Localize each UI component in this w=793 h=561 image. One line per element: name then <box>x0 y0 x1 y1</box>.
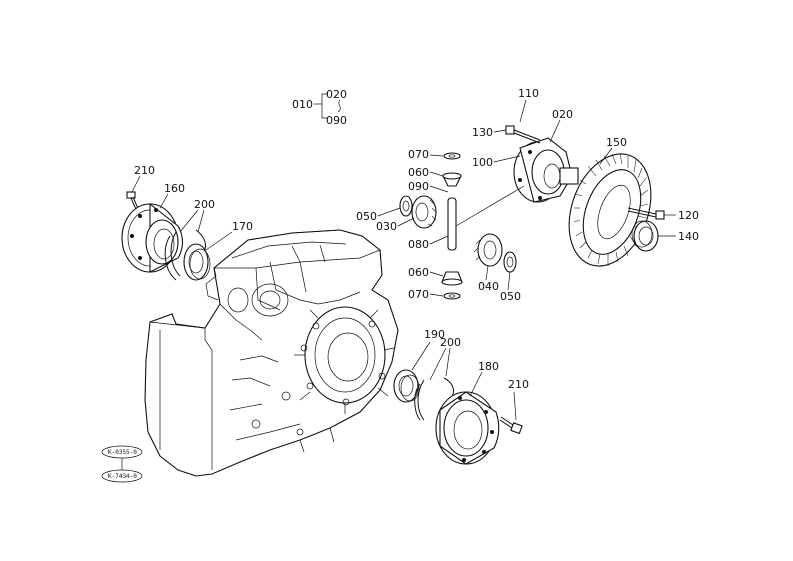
label-030: 030 <box>376 220 397 233</box>
differential-case-icon <box>513 137 579 203</box>
label-190: 190 <box>424 328 445 341</box>
label-080: 080 <box>408 238 429 251</box>
label-200-left: 200 <box>194 198 215 211</box>
reference-oval-2 <box>101 469 143 483</box>
label-160: 160 <box>164 182 185 195</box>
label-060-top: 060 <box>408 166 429 179</box>
label-020-top: 020 <box>326 88 347 101</box>
reference-code-2: K-7434-0 <box>108 473 137 480</box>
ring-gear-150-icon <box>568 153 652 267</box>
label-070-bottom: 070 <box>408 288 429 301</box>
right-axle-flange-group <box>393 369 523 465</box>
label-130: 130 <box>472 126 493 139</box>
label-010: 010 <box>292 98 313 111</box>
side-gear-030-icon <box>411 195 437 229</box>
label-170: 170 <box>232 220 253 233</box>
label-050-right: 050 <box>500 290 521 303</box>
reference-oval-1 <box>101 445 143 459</box>
label-090-top: 090 <box>326 114 347 127</box>
pinion-gear-060-bottom-icon <box>441 271 463 286</box>
label-210-left: 210 <box>134 164 155 177</box>
label-070-top: 070 <box>408 148 429 161</box>
label-180: 180 <box>478 360 499 373</box>
thrust-washer-070-bottom-icon <box>443 292 461 300</box>
label-060-bottom: 060 <box>408 266 429 279</box>
bearing-170-icon <box>183 243 211 281</box>
axle-flange-160-icon <box>121 202 184 273</box>
shim-200-right-icon <box>414 377 455 421</box>
transmission-case <box>144 229 399 477</box>
part-labels: 010 020 090 110 020 130 100 150 070 060 … <box>134 87 699 391</box>
label-090: 090 <box>408 180 429 193</box>
thrust-washer-050-right-icon <box>503 251 517 273</box>
label-210-right: 210 <box>508 378 529 391</box>
bolt-130-icon <box>505 125 541 144</box>
left-axle-flange-group <box>121 191 211 281</box>
reference-codes: K-0355-0 K-7434-0 <box>101 445 143 483</box>
label-120: 120 <box>678 209 699 222</box>
leader-lines <box>121 93 676 470</box>
label-150: 150 <box>606 136 627 149</box>
axle-flange-180-icon <box>435 391 500 465</box>
thrust-washer-070-top-icon <box>443 152 461 160</box>
bolt-120-icon <box>627 207 665 220</box>
label-200-right: 200 <box>440 336 461 349</box>
label-040: 040 <box>478 280 499 293</box>
thrust-washer-050-left-icon <box>399 195 413 217</box>
pinion-shaft-080-icon <box>447 197 457 251</box>
differential-group <box>399 125 665 300</box>
label-100: 100 <box>472 156 493 169</box>
side-gear-040-icon <box>473 233 503 267</box>
bolt-210-right-icon <box>499 416 523 435</box>
reference-code-1: K-0355-0 <box>108 449 137 456</box>
label-050-left: 050 <box>356 210 377 223</box>
pinion-gear-060-top-icon <box>442 172 462 187</box>
label-110: 110 <box>518 87 539 100</box>
label-140: 140 <box>678 230 699 243</box>
label-020: 020 <box>552 108 573 121</box>
